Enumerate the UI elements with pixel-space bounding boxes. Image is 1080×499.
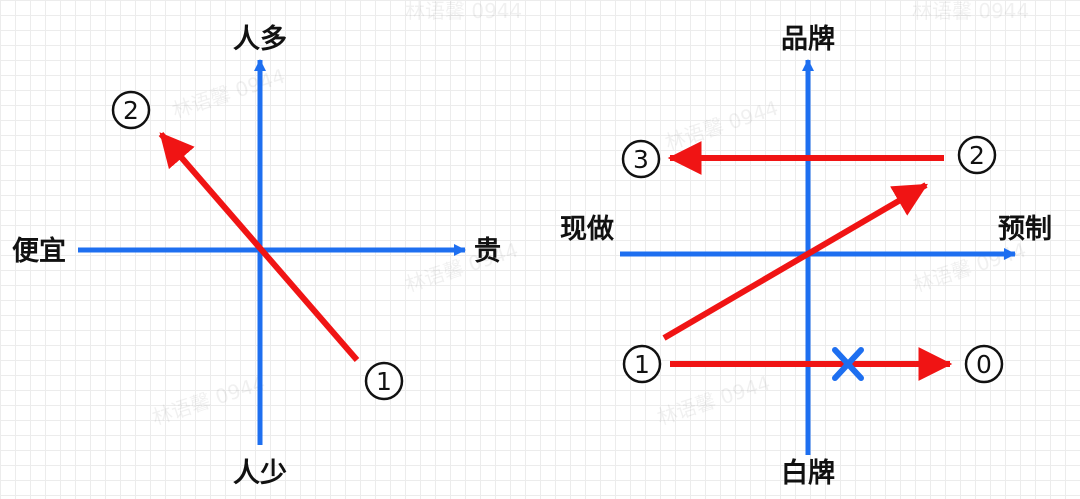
watermark-2: 林语馨 0944 [912,0,1029,23]
right-axis-top-label: 品牌 [781,24,835,55]
left-point-start-circle [364,361,404,401]
right-point-top-right-marker: 2 [957,135,997,175]
left-point-end-number: 2 [123,96,139,125]
left-axis-right-label: 贵 [474,236,501,267]
right-point-top-left-number: 3 [633,145,649,174]
left-point-end-marker: 2 [111,90,151,130]
left-diagram: 人多 人少 便宜 贵 2 1 [12,24,501,489]
right-axis-bottom-label: 白牌 [781,457,835,489]
right-point-top-right-number: 2 [969,141,985,170]
cross-icon-stroke-2 [832,347,864,381]
watermark-8: 林语馨 0944 [654,371,773,430]
right-point-top-right-circle [957,135,997,175]
left-axis-left-label: 便宜 [12,235,66,267]
left-axis-bottom-label: 人少 [233,458,287,489]
right-point-top-left-marker: 3 [621,139,661,179]
right-point-bottom-left-circle [622,344,662,384]
watermark-5: 林语馨 0944 [402,238,521,297]
right-axis-left-label: 现做 [560,214,614,245]
left-point-start-marker: 1 [364,361,404,401]
watermark-6: 林语馨 0944 [910,238,1029,297]
left-red-arrow [158,132,360,362]
watermark-4: 林语馨 0944 [662,96,781,155]
right-point-top-left-circle [621,139,661,179]
left-point-end-circle [111,90,151,130]
right-axis-right-label: 预制 [998,214,1052,245]
right-point-right-circle [964,344,1004,384]
cross-icon [832,347,864,381]
left-point-start-number: 1 [376,367,392,396]
watermark-1: 林语馨 0944 [405,0,522,23]
right-point-right-number: 0 [976,350,992,379]
right-red-arrow-diagonal [662,182,928,341]
left-axis-top-label: 人多 [233,24,287,55]
right-diagram: 品牌 白牌 现做 预制 3 2 1 0 [560,24,1052,489]
watermark-7: 林语馨 0944 [149,371,268,430]
right-point-right-marker: 0 [964,344,1004,384]
right-point-bottom-left-marker: 1 [622,344,662,384]
right-point-bottom-left-number: 1 [634,350,650,379]
watermark-3: 林语馨 0944 [169,64,288,123]
